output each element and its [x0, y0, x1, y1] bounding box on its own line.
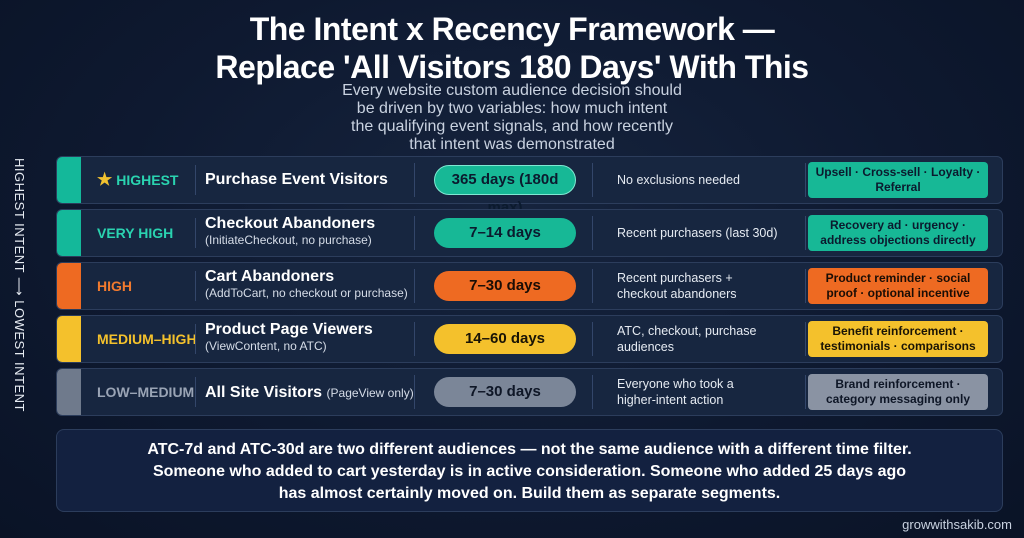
audience-detail: (PageView only): [326, 386, 414, 400]
messaging-text: Recovery ad · urgency · address objectio…: [820, 218, 976, 247]
messaging-text: Brand reinforcement · category messaging…: [825, 377, 971, 406]
intent-level-label: LOW–MEDIUM: [97, 384, 195, 400]
note-line: has almost certainly moved on. Build the…: [278, 485, 781, 502]
column-divider: [592, 375, 593, 409]
column-divider: [414, 322, 415, 356]
messaging-badge: Brand reinforcement · category messaging…: [808, 374, 988, 410]
exclusions-cell: ATC, checkout, purchase audiences: [617, 316, 807, 362]
messaging-badge: Benefit reinforcement · testimonials · c…: [808, 321, 988, 357]
column-divider: [805, 163, 806, 197]
subtitle-line: be driven by two variables: how much int…: [356, 100, 668, 117]
note-line: Someone who added to cart yesterday is i…: [152, 463, 907, 480]
title-line-2: Replace 'All Visitors 180 Days' With Thi…: [215, 49, 809, 85]
column-divider: [414, 216, 415, 250]
intent-color-bar: [57, 263, 81, 309]
intent-row: MEDIUM–HIGH Product Page Viewers(ViewCont…: [56, 315, 1003, 363]
messaging-text: Upsell · Cross-sell · Loyalty · Referral: [815, 165, 981, 194]
recency-window-pill: 7–30 days: [434, 377, 576, 407]
exclusions-cell: Recent purchasers (last 30d): [617, 210, 807, 256]
messaging-text: Benefit reinforcement · testimonials · c…: [820, 324, 976, 353]
intent-level-label: HIGH: [97, 278, 132, 294]
note-line: ATC-7d and ATC-30d are two different aud…: [147, 441, 912, 458]
column-divider: [592, 216, 593, 250]
audience-cell: Cart Abandoners(AddToCart, no checkout o…: [205, 268, 435, 301]
audience-detail: (AddToCart, no checkout or purchase): [205, 286, 408, 300]
subtitle-line: Every website custom audience decision s…: [342, 82, 682, 99]
intent-color-bar: [57, 210, 81, 256]
intent-level-label: VERY HIGH: [97, 225, 174, 241]
column-divider: [195, 324, 196, 354]
intent-color-bar: [57, 157, 81, 203]
column-divider: [592, 322, 593, 356]
audience-cell: All Site Visitors (PageView only): [205, 384, 435, 402]
recency-window-pill: 14–60 days: [434, 324, 576, 354]
intent-row: LOW–MEDIUM All Site Visitors (PageView on…: [56, 368, 1003, 416]
column-divider: [592, 163, 593, 197]
intent-axis-label: HIGHEST INTENT ⟶ LOWEST INTENT: [12, 158, 27, 412]
column-divider: [805, 269, 806, 303]
audience-name: Cart Abandoners: [205, 268, 335, 285]
intent-level: VERY HIGH: [87, 210, 247, 256]
intent-color-bar: [57, 316, 81, 362]
exclusions-cell: Recent purchasers + checkout abandoners: [617, 263, 767, 309]
column-divider: [805, 322, 806, 356]
intent-level: LOW–MEDIUM: [87, 369, 247, 415]
exclusions-cell: Everyone who took a higher-intent action: [617, 369, 747, 415]
recency-window-pill: 365 days (180d max): [434, 165, 576, 216]
audience-detail: (ViewContent, no ATC): [205, 339, 327, 353]
exclusions-cell: No exclusions needed: [617, 157, 807, 203]
messaging-text: Product reminder · social proof · option…: [825, 271, 971, 300]
subtitle-line: that intent was demonstrated: [409, 136, 615, 153]
callout-note: ATC-7d and ATC-30d are two different aud…: [56, 429, 1003, 512]
intent-level-label: HIGHEST: [116, 172, 179, 188]
column-divider: [195, 165, 196, 195]
intent-row: VERY HIGH Checkout Abandoners(InitiateChe…: [56, 209, 1003, 257]
intent-color-bar: [57, 369, 81, 415]
column-divider: [195, 377, 196, 407]
subtitle-line: the qualifying event signals, and how re…: [351, 118, 673, 135]
audience-detail: (InitiateCheckout, no purchase): [205, 233, 372, 247]
title-line-1: The Intent x Recency Framework —: [249, 11, 775, 47]
recency-window-pill: 7–14 days: [434, 218, 576, 248]
exclusions-text: ATC, checkout, purchase audiences: [617, 324, 757, 354]
intent-level: MEDIUM–HIGH: [87, 316, 247, 362]
intent-row: HIGH Cart Abandoners(AddToCart, no checko…: [56, 262, 1003, 310]
exclusions-text: Recent purchasers (last 30d): [617, 226, 778, 240]
page-title: The Intent x Recency Framework — Replace…: [0, 10, 1024, 86]
exclusions-text: Everyone who took a higher-intent action: [617, 377, 734, 407]
column-divider: [805, 216, 806, 250]
column-divider: [195, 218, 196, 248]
intent-level-label: MEDIUM–HIGH: [97, 331, 197, 347]
messaging-badge: Recovery ad · urgency · address objectio…: [808, 215, 988, 251]
recency-window-pill: 7–30 days: [434, 271, 576, 301]
column-divider: [414, 163, 415, 197]
audience-name: All Site Visitors: [205, 384, 323, 401]
star-icon: ★: [97, 170, 113, 189]
column-divider: [414, 269, 415, 303]
exclusions-text: Recent purchasers + checkout abandoners: [617, 271, 737, 301]
audience-name: Checkout Abandoners: [205, 215, 376, 232]
intent-level: ★HIGHEST: [87, 157, 247, 203]
audience-name: Product Page Viewers: [205, 321, 373, 338]
intent-level: HIGH: [87, 263, 247, 309]
subtitle: Every website custom audience decision s…: [262, 82, 762, 154]
site-credit: growwithsakib.com: [902, 517, 1012, 532]
audience-cell: Purchase Event Visitors: [205, 171, 435, 189]
column-divider: [195, 271, 196, 301]
column-divider: [414, 375, 415, 409]
messaging-badge: Product reminder · social proof · option…: [808, 268, 988, 304]
exclusions-text: No exclusions needed: [617, 173, 740, 187]
audience-cell: Checkout Abandoners(InitiateCheckout, no…: [205, 215, 435, 248]
audience-name: Purchase Event Visitors: [205, 171, 388, 188]
audience-cell: Product Page Viewers(ViewContent, no ATC…: [205, 321, 435, 354]
column-divider: [805, 375, 806, 409]
column-divider: [592, 269, 593, 303]
messaging-badge: Upsell · Cross-sell · Loyalty · Referral: [808, 162, 988, 198]
